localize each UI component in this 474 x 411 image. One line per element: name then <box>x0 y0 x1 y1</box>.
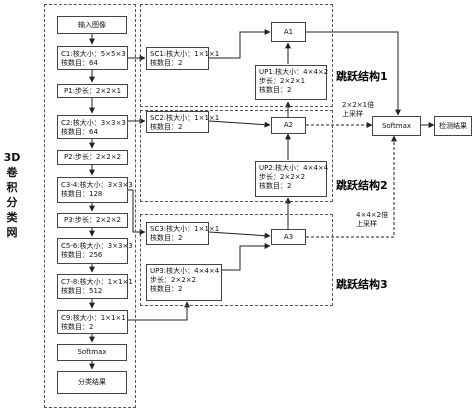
c7-8-box: C7-8:核大小：1×1×1 核数目：512 <box>57 274 133 299</box>
c5-6-kernel-size: C5-6:核大小：3×3×3 <box>61 242 133 250</box>
upsample-4x-text: 上采样 <box>356 220 377 228</box>
up2-kernel-size: UP2:核大小：4×4×4 <box>259 164 329 172</box>
upsample-2x-text: 上采样 <box>342 110 363 118</box>
sc1-box: SC1:核大小：1×1×1 核数目：2 <box>146 47 220 70</box>
sc2-box: SC2:核大小：1×1×1 核数目：2 <box>146 111 220 133</box>
up2-stride: 步长：2×2×2 <box>259 173 306 181</box>
c3-4-box: C3-4:核大小：3×3×3 核数目：128 <box>57 177 133 203</box>
p1-box: P1:步长：2×2×1 <box>57 84 128 98</box>
skip-structure-2-label: 跳跃结构2 <box>336 179 388 192</box>
skip-structure-3-label: 跳跃结构3 <box>336 278 388 291</box>
up2-kernel-count: 核数目：2 <box>259 182 292 190</box>
skip-structure-3-frame <box>140 214 333 306</box>
skip-structure-1-label: 跳跃结构1 <box>336 70 388 83</box>
skip-structure-1-frame <box>140 4 333 107</box>
skip-structure-2-frame <box>140 110 333 202</box>
upsample-4x-factor: 4×4×2倍 <box>356 211 389 219</box>
upsample-2x-label: 2×2×1倍 上采样 <box>342 101 374 119</box>
side-title: 3D 卷 积 分 类 网 <box>2 150 22 240</box>
a2-label: A2 <box>283 121 294 129</box>
c5-6-kernel-count: 核数目：256 <box>61 251 103 259</box>
sc3-kernel-count: 核数目：2 <box>150 234 183 242</box>
softmax-box: Softmax <box>57 344 127 361</box>
p1-label: P1:步长：2×2×1 <box>63 86 122 95</box>
classification-result-label: 分类结果 <box>78 378 106 386</box>
input-image-label: 输入图像 <box>78 20 106 29</box>
final-softmax-label: Softmax <box>381 121 412 130</box>
final-softmax-box: Softmax <box>372 116 421 136</box>
c9-kernel-count: 核数目：2 <box>61 323 94 331</box>
side-title-char: 3D <box>3 151 21 164</box>
c1-kernel-count: 核数目：64 <box>61 59 98 67</box>
sc1-kernel-count: 核数目：2 <box>150 59 183 67</box>
c2-kernel-size: C2:核大小：3×3×3 <box>61 119 126 127</box>
cnn-frame <box>44 4 136 408</box>
softmax-label: Softmax <box>77 348 107 356</box>
c3-4-kernel-size: C3-4:核大小：3×3×3 <box>61 181 133 189</box>
a3-label: A3 <box>283 232 294 241</box>
sc3-kernel-size: SC3:核大小：1×1×1 <box>150 225 220 233</box>
p2-box: P2:步长：2×2×2 <box>57 150 128 165</box>
up2-box: UP2:核大小：4×4×4 步长：2×2×2 核数目：2 <box>255 161 329 197</box>
up3-kernel-size: UP3:核大小：4×4×4 <box>150 267 220 275</box>
upsample-4x-label: 4×4×2倍 上采样 <box>356 211 388 229</box>
up3-stride: 步长：2×2×2 <box>150 276 197 284</box>
a2-box: A2 <box>271 117 306 134</box>
side-title-char: 卷 <box>6 166 18 179</box>
a3-box: A3 <box>271 229 306 245</box>
sc3-box: SC3:核大小：1×1×1 核数目：2 <box>146 222 220 245</box>
c2-kernel-count: 核数目：64 <box>61 128 98 136</box>
upsample-2x-factor: 2×2×1倍 <box>342 101 375 109</box>
c9-kernel-size: C9:核大小：1×1×1 <box>61 314 126 322</box>
detection-result-box: 检测结果 <box>434 116 472 136</box>
side-title-char: 网 <box>6 226 18 239</box>
c2-box: C2:核大小：3×3×3 核数目：64 <box>57 115 128 139</box>
up3-kernel-count: 核数目：2 <box>150 285 183 293</box>
c1-kernel-size: C1:核大小：5×5×3 <box>61 50 126 58</box>
a1-box: A1 <box>271 22 306 42</box>
input-image-box: 输入图像 <box>57 16 127 34</box>
c5-6-box: C5-6:核大小：3×3×3 核数目：256 <box>57 238 133 264</box>
side-title-char: 分 <box>6 196 18 209</box>
up1-kernel-size: UP1:核大小：4×4×2 <box>259 68 329 76</box>
c9-box: C9:核大小：1×1×1 核数目：2 <box>57 310 128 334</box>
side-title-char: 积 <box>6 181 18 194</box>
sc2-kernel-count: 核数目：2 <box>150 123 183 131</box>
side-title-char: 类 <box>6 211 18 224</box>
p3-label: P3:步长：2×2×2 <box>63 216 122 224</box>
sc2-kernel-size: SC2:核大小：1×1×1 <box>150 114 220 122</box>
c3-4-kernel-count: 核数目：128 <box>61 190 103 198</box>
p3-box: P3:步长：2×2×2 <box>57 213 128 228</box>
a1-label: A1 <box>283 27 294 36</box>
p2-label: P2:步长：2×2×2 <box>63 153 122 161</box>
sc1-kernel-size: SC1:核大小：1×1×1 <box>150 50 220 58</box>
up1-kernel-count: 核数目：2 <box>259 86 292 94</box>
up1-stride: 步长：2×2×1 <box>259 77 306 85</box>
c7-8-kernel-count: 核数目：512 <box>61 287 103 295</box>
detection-result-label: 检测结果 <box>439 121 467 130</box>
up1-box: UP1:核大小：4×4×2 步长：2×2×1 核数目：2 <box>255 65 329 100</box>
c7-8-kernel-size: C7-8:核大小：1×1×1 <box>61 278 133 286</box>
up3-box: UP3:核大小：4×4×4 步长：2×2×2 核数目：2 <box>146 264 222 301</box>
c1-box: C1:核大小：5×5×3 核数目：64 <box>57 46 128 70</box>
classification-result-box: 分类结果 <box>57 371 127 394</box>
